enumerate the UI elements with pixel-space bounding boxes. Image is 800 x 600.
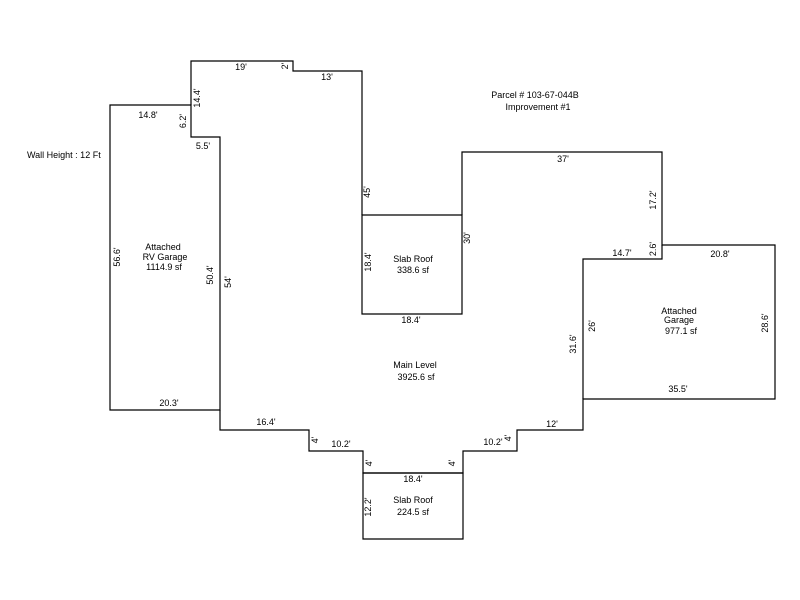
wall-height-label: Wall Height : 12 Ft (27, 150, 101, 160)
dim-rv-top: 14.8' (138, 110, 158, 120)
slab-roof-upper-outline (361, 214, 463, 315)
attached-garage-label-1: Attached (661, 306, 697, 316)
dim-rv-inner-top: 5.5' (196, 141, 211, 151)
attached-garage-area: 977.1 sf (665, 326, 698, 336)
dim-slab-upper-left: 18.4' (363, 252, 373, 272)
dim-main-top-left: 19' (235, 62, 247, 72)
dim-garage-top: 20.8' (710, 249, 730, 259)
main-level-area: 3925.6 sf (397, 372, 435, 382)
dim-main-bottom-step-left: 4' (310, 436, 320, 443)
slab-roof-upper-label: Slab Roof (393, 254, 433, 264)
slab-roof-lower-outline (362, 472, 464, 540)
dim-main-right-upper: 17.2' (648, 190, 658, 210)
dim-rv-right: 50.4' (205, 265, 215, 285)
dim-garage-left: 26' (587, 320, 597, 332)
slab-roof-lower-area: 224.5 sf (397, 507, 430, 517)
dim-main-left: 54' (223, 276, 233, 288)
dim-main-right-lower: 31.6' (568, 334, 578, 354)
slab-roof-upper-area: 338.6 sf (397, 265, 430, 275)
slab-roof-lower-label: Slab Roof (393, 495, 433, 505)
dim-garage-right: 28.6' (760, 313, 770, 333)
dim-slab-lower-left: 12.2' (363, 497, 373, 517)
dim-main-bottom-left: 16.4' (256, 417, 276, 427)
dim-slab-upper-bottom: 18.4' (401, 315, 421, 325)
dim-main-bottom-mid-right: 10.2' (483, 437, 503, 447)
dim-main-top-right: 13' (321, 72, 333, 82)
dim-main-right-step: 2.6' (648, 242, 658, 257)
dim-main-bottom-step-right: 4' (503, 434, 513, 441)
dim-main-top-wing: 37' (557, 154, 569, 164)
main-level-outline (190, 60, 776, 474)
dim-main-bottom-right: 12' (546, 419, 558, 429)
dim-main-wing-left: 30' (462, 232, 472, 244)
dim-lower-left-step: 4' (364, 459, 374, 466)
dim-slab-lower-top: 18.4' (403, 474, 423, 484)
dim-main-step-left: 14.4' (192, 88, 202, 108)
dim-main-inner-drop: 45' (362, 186, 372, 198)
rv-garage-label-2: RV Garage (143, 252, 188, 262)
dim-garage-bottom: 35.5' (668, 384, 688, 394)
dim-lower-right-step: 4' (447, 459, 457, 466)
improvement-label: Improvement #1 (505, 102, 570, 112)
main-level-label: Main Level (393, 360, 437, 370)
parcel-number: Parcel # 103-67-044B (491, 90, 579, 100)
dim-rv-step: 6.2' (178, 114, 188, 129)
rv-garage-area: 1114.9 sf (146, 262, 182, 272)
dim-rv-bottom: 20.3' (159, 398, 179, 408)
dim-main-right-ledge: 14.7' (612, 248, 632, 258)
dim-rv-left: 56.6' (112, 247, 122, 267)
attached-garage-label-2: Garage (664, 315, 694, 325)
dim-main-notch: 2' (280, 62, 290, 69)
dim-main-bottom-mid-left: 10.2' (331, 439, 351, 449)
rv-garage-label-1: Attached (145, 242, 181, 252)
